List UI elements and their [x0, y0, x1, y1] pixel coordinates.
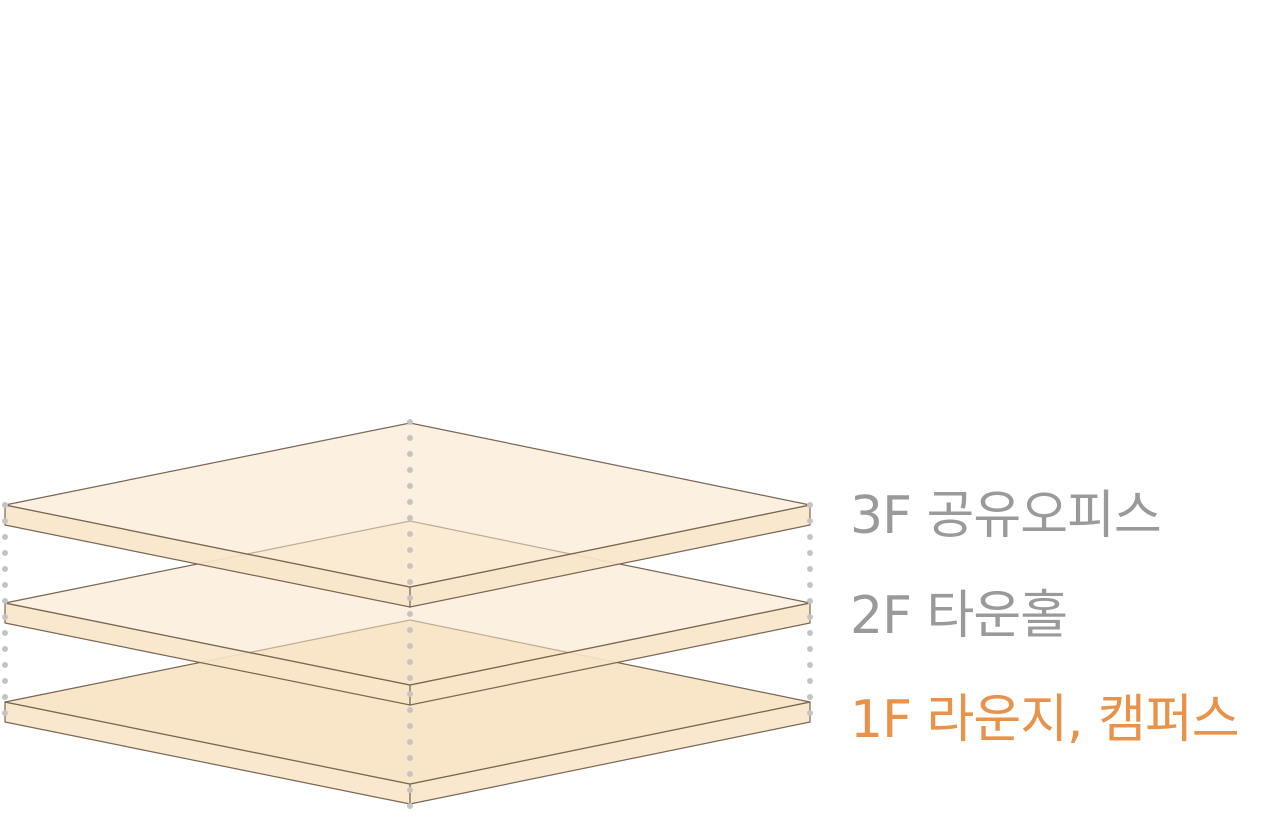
- floor-label-3f: 3F 공유오피스: [850, 486, 1162, 546]
- floor-label-2f: 2F 타운홀: [850, 586, 1068, 646]
- slab-top-3f: [4, 422, 811, 588]
- floor-label-1f: 1F 라운지, 캠퍼스: [850, 690, 1240, 750]
